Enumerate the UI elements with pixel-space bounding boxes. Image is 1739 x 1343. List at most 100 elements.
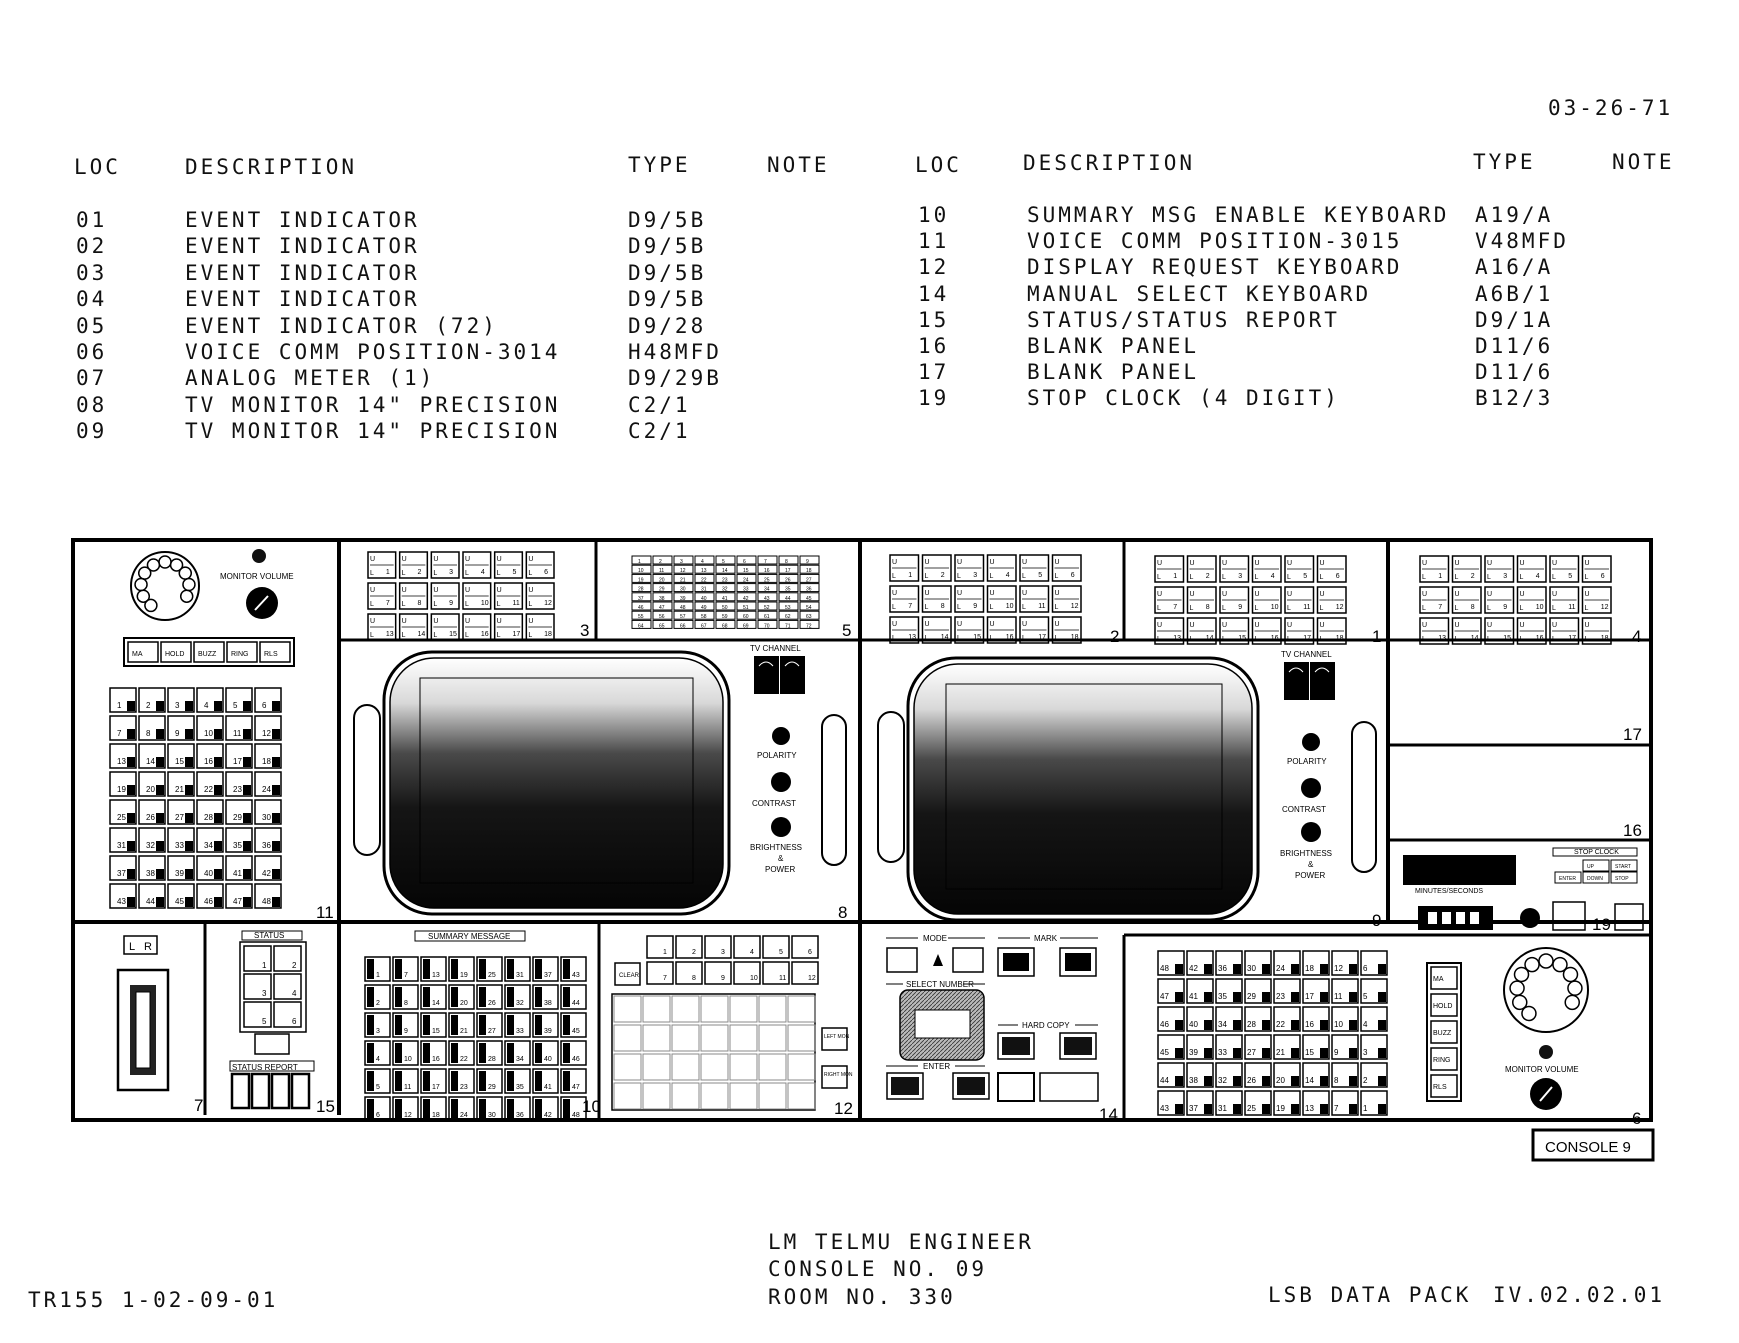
event-indicator-key[interactable] <box>954 585 985 613</box>
voice-loop-key[interactable] <box>225 743 253 769</box>
event-indicator-key[interactable] <box>1516 555 1547 583</box>
event-indicator-cell[interactable] <box>694 573 715 583</box>
event-indicator-key[interactable] <box>525 582 555 610</box>
event-indicator-cell[interactable] <box>673 583 694 593</box>
display-request-cell[interactable] <box>700 1053 729 1081</box>
event-indicator-key[interactable] <box>1484 617 1515 645</box>
display-request-cell[interactable] <box>642 1053 671 1081</box>
summary-message-key[interactable] <box>392 1096 419 1122</box>
summary-message-key[interactable] <box>504 1068 531 1094</box>
event-indicator-cell[interactable] <box>694 592 715 602</box>
event-indicator-key[interactable] <box>493 613 524 641</box>
voice-loop-key[interactable] <box>109 799 137 825</box>
event-indicator-key[interactable] <box>1516 586 1547 614</box>
voice-loop-key[interactable] <box>254 855 282 881</box>
summary-message-key[interactable] <box>364 984 391 1010</box>
voice-loop-key[interactable] <box>1244 1006 1272 1032</box>
event-indicator-cell[interactable] <box>736 592 757 602</box>
display-request-cell[interactable] <box>642 995 671 1023</box>
summary-message-key[interactable] <box>364 1040 391 1066</box>
event-indicator-cell[interactable] <box>673 619 694 629</box>
summary-message-key[interactable] <box>392 1012 419 1038</box>
summary-message-key[interactable] <box>532 1096 559 1122</box>
display-request-key[interactable] <box>791 961 819 985</box>
display-request-cell[interactable] <box>787 1053 816 1081</box>
event-indicator-key[interactable] <box>430 613 460 641</box>
event-indicator-cell[interactable] <box>778 564 799 574</box>
voice-loop-key[interactable] <box>196 799 224 825</box>
event-indicator-key[interactable] <box>462 613 492 641</box>
event-indicator-cell[interactable] <box>736 610 757 620</box>
event-indicator-key[interactable] <box>1316 586 1347 614</box>
voice-loop-key[interactable] <box>254 687 282 713</box>
event-indicator-key[interactable] <box>889 585 920 613</box>
voice-key-ring[interactable] <box>1430 1047 1458 1071</box>
voice-key-buzz[interactable] <box>1430 1020 1458 1044</box>
event-indicator-cell[interactable] <box>778 583 799 593</box>
status-report-key[interactable] <box>250 1072 271 1110</box>
display-request-key[interactable] <box>646 961 674 985</box>
event-indicator-key[interactable] <box>1251 586 1282 614</box>
event-indicator-cell[interactable] <box>715 619 736 629</box>
event-indicator-key[interactable] <box>367 551 397 579</box>
event-indicator-key[interactable] <box>889 554 920 582</box>
voice-loop-key[interactable] <box>138 799 166 825</box>
voice-loop-key[interactable] <box>1302 1062 1330 1088</box>
voice-key-rls[interactable] <box>1430 1074 1458 1098</box>
summary-message-key[interactable] <box>532 1068 559 1094</box>
summary-message-key[interactable] <box>392 984 419 1010</box>
event-indicator-key[interactable] <box>430 582 460 610</box>
event-indicator-key[interactable] <box>1581 586 1612 614</box>
event-indicator-cell[interactable] <box>757 564 778 574</box>
status-ack-key[interactable] <box>254 1033 290 1055</box>
voice-loop-key[interactable] <box>254 827 282 853</box>
summary-message-key[interactable] <box>420 956 447 982</box>
voice-loop-key[interactable] <box>1331 1034 1359 1060</box>
event-indicator-key[interactable] <box>1019 585 1050 613</box>
voice-loop-key[interactable] <box>1331 1062 1359 1088</box>
event-indicator-key[interactable] <box>1154 586 1185 614</box>
summary-message-key[interactable] <box>448 956 475 982</box>
summary-message-key[interactable] <box>476 1096 503 1122</box>
stop-clock-key-stop[interactable] <box>1610 871 1638 884</box>
event-indicator-key[interactable] <box>398 551 429 579</box>
display-request-cell[interactable] <box>758 1024 787 1052</box>
display-request-cell[interactable] <box>671 1082 700 1110</box>
voice-loop-key[interactable] <box>1244 950 1272 976</box>
voice-loop-key[interactable] <box>1360 1034 1388 1060</box>
summary-message-key[interactable] <box>476 1012 503 1038</box>
event-indicator-key[interactable] <box>1484 586 1515 614</box>
display-request-key[interactable] <box>675 961 703 985</box>
summary-message-key[interactable] <box>392 1040 419 1066</box>
summary-message-key[interactable] <box>420 984 447 1010</box>
event-indicator-cell[interactable] <box>778 610 799 620</box>
stop-clock-key-down[interactable] <box>1582 871 1610 884</box>
summary-message-key[interactable] <box>448 1040 475 1066</box>
event-indicator-key[interactable] <box>398 613 429 641</box>
event-indicator-key[interactable] <box>1219 586 1250 614</box>
summary-message-key[interactable] <box>504 1012 531 1038</box>
event-indicator-cell[interactable] <box>736 601 757 611</box>
event-indicator-cell[interactable] <box>736 555 757 565</box>
summary-message-key[interactable] <box>560 984 587 1010</box>
voice-loop-key[interactable] <box>1215 1062 1243 1088</box>
event-indicator-cell[interactable] <box>652 573 673 583</box>
voice-loop-key[interactable] <box>167 687 195 713</box>
voice-loop-key[interactable] <box>109 771 137 797</box>
stop-clock-key-up[interactable] <box>1582 859 1610 872</box>
voice-key-ma[interactable] <box>127 641 159 663</box>
event-indicator-cell[interactable] <box>631 601 652 611</box>
voice-loop-key[interactable] <box>1186 1006 1214 1032</box>
event-indicator-key[interactable] <box>1419 555 1450 583</box>
event-indicator-cell[interactable] <box>736 583 757 593</box>
event-indicator-key[interactable] <box>986 616 1017 644</box>
voice-loop-key[interactable] <box>1331 1006 1359 1032</box>
event-indicator-cell[interactable] <box>715 564 736 574</box>
voice-loop-key[interactable] <box>196 883 224 909</box>
display-request-cell[interactable] <box>729 995 758 1023</box>
event-indicator-key[interactable] <box>493 551 524 579</box>
event-indicator-key[interactable] <box>1051 616 1082 644</box>
event-indicator-key[interactable] <box>1186 555 1217 583</box>
summary-message-key[interactable] <box>392 956 419 982</box>
voice-loop-key[interactable] <box>254 771 282 797</box>
